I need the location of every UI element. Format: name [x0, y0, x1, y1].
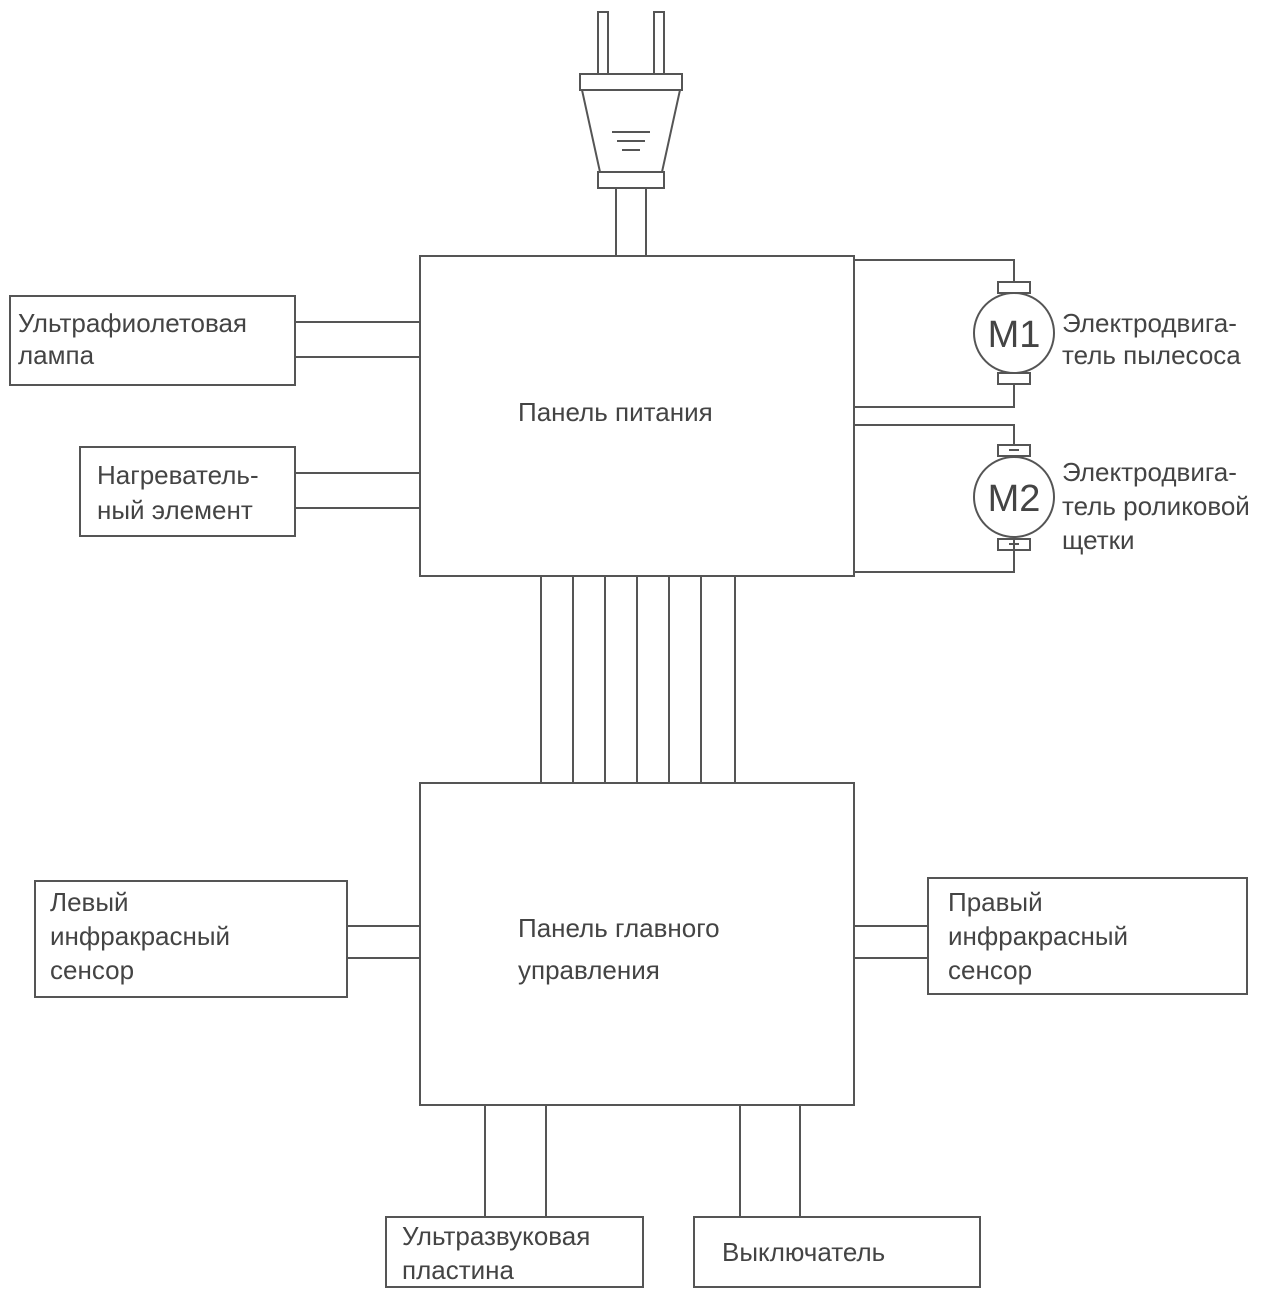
switch-label: Выключатель	[722, 1237, 886, 1267]
ultrasonic-label-line2: пластина	[402, 1255, 514, 1285]
motor-m2-wiring	[854, 424, 1055, 573]
heater-label-line1: Нагреватель-	[97, 460, 259, 490]
power-plug-icon	[579, 11, 683, 256]
motor-m1-icon	[973, 292, 1055, 374]
left-ir-label-line3: сенсор	[50, 955, 135, 985]
board-bus-wires	[540, 576, 736, 783]
ultrasonic-plate-box	[385, 1216, 644, 1288]
motor-m2-label-line1: Электродвига-	[1062, 457, 1237, 487]
left-ir-sensor-box	[34, 880, 348, 998]
heater-label-line2: ный элемент	[97, 495, 253, 525]
right-ir-label-line2: инфракрасный	[948, 921, 1129, 951]
motor-m1-label-line1: Электродвига-	[1062, 308, 1237, 338]
uv-lamp-label-line1: Ультрафиолетовая	[18, 308, 247, 338]
motor-m2-label-line2: тель роликовой	[1062, 491, 1250, 521]
motor-m2-icon	[973, 456, 1055, 538]
left-ir-label-line2: инфракрасный	[50, 921, 231, 951]
right-ir-sensor-box	[927, 877, 1248, 995]
heater-box	[79, 446, 296, 537]
uv-lamp-label-line2: лампа	[18, 340, 95, 370]
motor-m2-symbol: M2	[988, 478, 1041, 520]
main-board-label-line1: Панель главного	[518, 913, 720, 943]
motor-m1-wiring	[854, 259, 1055, 408]
right-ir-label-line3: сенсор	[948, 955, 1033, 985]
right-ir-label-line1: Правый	[948, 887, 1043, 917]
main-board-label-line2: управления	[518, 955, 660, 985]
uv-lamp-box	[9, 295, 296, 386]
power-board-label: Панель питания	[518, 397, 713, 427]
motor-m1-symbol: M1	[988, 314, 1041, 356]
motor-m1-label-line2: тель пылесоса	[1062, 340, 1241, 370]
ultrasonic-label-line1: Ультразвуковая	[402, 1221, 591, 1251]
switch-box	[693, 1216, 981, 1288]
left-ir-label-line1: Левый	[50, 887, 129, 917]
motor-m2-label-line3: щетки	[1062, 525, 1135, 555]
